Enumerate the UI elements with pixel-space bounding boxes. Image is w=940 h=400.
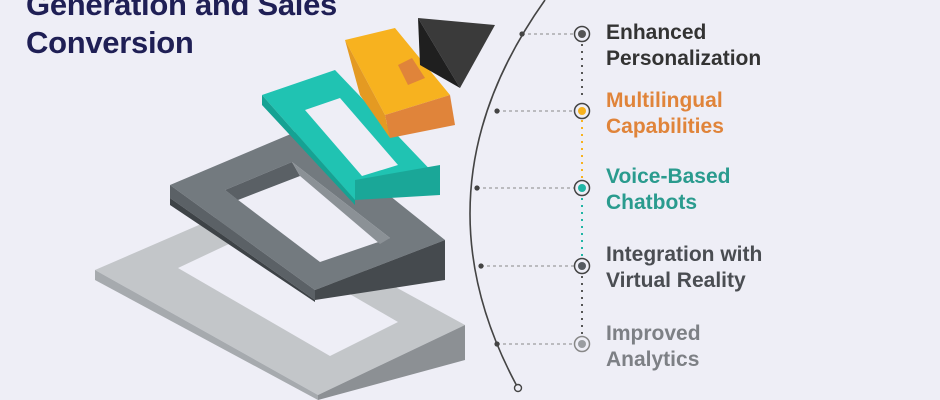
item-voice-based-chatbots: Voice-Based Chatbots: [606, 164, 731, 216]
arc-dot-3: [474, 185, 480, 191]
frame-dark-gray: [170, 128, 445, 302]
pyramid-black: [418, 18, 495, 88]
item-4-line-1: Integration with: [606, 243, 763, 266]
item-3-line-1: Voice-Based: [606, 165, 731, 188]
arc-end-dot: [513, 383, 523, 393]
item-integration-virtual-reality: Integration with Virtual Reality: [606, 242, 762, 294]
arc-dot-4: [478, 263, 484, 269]
node-1: [573, 25, 591, 43]
item-2-line-1: Multilingual: [606, 89, 723, 112]
item-multilingual-capabilities: Multilingual Capabilities: [606, 88, 724, 140]
item-2-line-2: Capabilities: [606, 115, 724, 138]
item-1-line-1: Enhanced: [606, 21, 707, 44]
arc-dot-1: [519, 31, 525, 37]
title-line-1: Generation and Sales: [26, 0, 337, 22]
item-improved-analytics: Improved Analytics: [606, 321, 701, 373]
arc-dot-5: [494, 341, 500, 347]
frame-teal: [262, 70, 440, 205]
item-1-line-2: Personalization: [606, 47, 762, 70]
page-title: Generation and Sales Conversion: [26, 0, 337, 62]
item-5-line-2: Analytics: [606, 348, 700, 371]
node-2: [573, 102, 591, 120]
block-yellow: [345, 28, 455, 138]
arc-dot-2: [494, 108, 500, 114]
item-5-line-1: Improved: [606, 322, 701, 345]
timeline-arc: [469, 0, 546, 389]
node-3: [573, 179, 591, 197]
item-3-line-2: Chatbots: [606, 191, 697, 214]
node-4: [573, 257, 591, 275]
title-line-2: Conversion: [26, 25, 194, 60]
node-5: [573, 335, 591, 353]
frame-bottom-gray: [95, 205, 465, 400]
item-enhanced-personalization: Enhanced Personalization: [606, 20, 761, 72]
item-4-line-2: Virtual Reality: [606, 269, 746, 292]
